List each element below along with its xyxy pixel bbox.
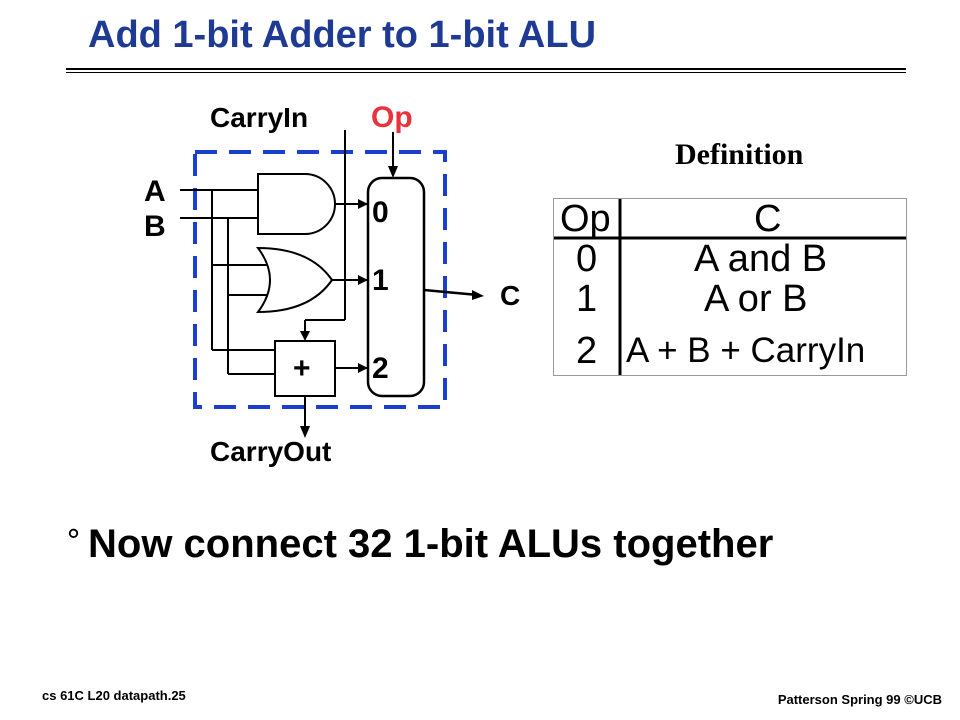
arrow-output-c <box>472 290 484 300</box>
table-header-c: C <box>754 198 782 240</box>
title-rule <box>66 68 906 70</box>
table-row-2-result: A + B + CarryIn <box>626 331 866 370</box>
op-label: Op <box>371 101 413 134</box>
table-row-0-op: 0 <box>576 238 598 280</box>
footer-course: cs 61C L20 datapath.25 <box>42 688 186 703</box>
mux-input-2: 2 <box>372 352 389 385</box>
output-c-label: C <box>500 280 520 311</box>
adder-symbol: + <box>293 352 311 385</box>
mux-box <box>366 176 426 398</box>
definition-table: Op C 0 A and B 1 A or B 2 A + B + CarryI… <box>553 198 907 376</box>
and-gate-icon <box>257 173 336 235</box>
arrow-adder-out <box>358 363 368 373</box>
table-grid <box>554 199 906 375</box>
table-row-0-result: A and B <box>694 238 828 280</box>
footer-credit: Patterson Spring 99 ©UCB <box>777 692 942 707</box>
table-header-op: Op <box>560 198 611 240</box>
mux-input-1: 1 <box>372 264 389 297</box>
alu-boundary-box <box>193 150 447 409</box>
table-row-1-op: 1 <box>576 278 598 320</box>
arrow-op <box>388 166 398 178</box>
arrow-or-out <box>358 275 368 285</box>
definition-title: Definition <box>675 138 804 171</box>
arrow-carry-out <box>300 426 310 438</box>
slide-title: Add 1-bit Adder to 1-bit ALU <box>88 14 597 56</box>
carry-in-label: CarryIn <box>210 102 308 133</box>
wire-output-c <box>423 288 479 297</box>
mux-input-0: 0 <box>372 196 389 229</box>
carry-out-label: CarryOut <box>210 436 331 467</box>
table-row-2-op: 2 <box>576 330 598 372</box>
title-rule-thin <box>66 72 906 73</box>
input-b-label: B <box>144 210 166 243</box>
or-gate-icon <box>256 246 334 314</box>
arrow-and-out <box>358 199 368 209</box>
bullet-marker: ° <box>66 524 81 559</box>
adder-box <box>274 340 336 397</box>
table-row-1-result: A or B <box>704 278 808 320</box>
input-a-label: A <box>144 175 166 208</box>
arrow-carry-in <box>300 331 310 341</box>
bullet-text: Now connect 32 1-bit ALUs together <box>88 522 774 566</box>
